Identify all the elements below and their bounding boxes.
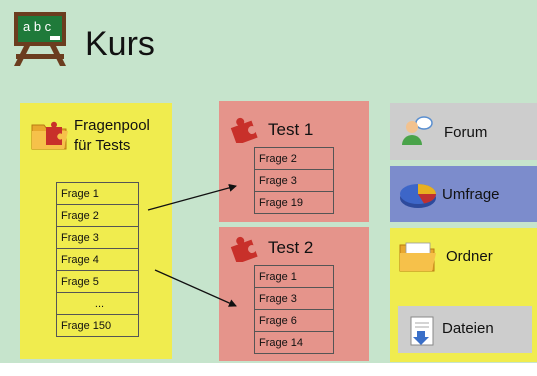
- page-margin: [0, 363, 537, 376]
- question-cell: Frage 4: [56, 248, 139, 271]
- dateien-label: Dateien: [442, 320, 494, 337]
- table-row: Frage 2: [254, 147, 334, 170]
- table-row: Frage 6: [254, 309, 334, 332]
- question-cell: Frage 6: [254, 309, 334, 332]
- test2-title: Test 2: [268, 238, 314, 257]
- fragenpool-title-line1: Fragenpool: [74, 117, 150, 134]
- table-row: Frage 4: [56, 248, 139, 271]
- forum-label: Forum: [444, 124, 488, 141]
- question-cell: Frage 3: [56, 226, 139, 249]
- question-cell: Frage 1: [56, 182, 139, 205]
- pie-chart-icon: [400, 184, 437, 208]
- table-row: Frage 150: [56, 314, 139, 337]
- table-row: Frage 19: [254, 191, 334, 214]
- table-row: Frage 3: [254, 169, 334, 192]
- test2-question-table: Frage 1 Frage 3 Frage 6 Frage 14: [254, 265, 334, 354]
- question-cell: Frage 2: [56, 204, 139, 227]
- table-row: Frage 3: [56, 226, 139, 249]
- question-cell: Frage 5: [56, 270, 139, 293]
- table-row: Frage 5: [56, 270, 139, 293]
- question-cell: Frage 3: [254, 287, 334, 310]
- question-cell: Frage 1: [254, 265, 334, 288]
- table-row: Frage 3: [254, 287, 334, 310]
- fragenpool-question-table: Frage 1 Frage 2 Frage 3 Frage 4 Frage 5 …: [56, 182, 139, 337]
- umfrage-label: Umfrage: [442, 186, 500, 203]
- table-row: Frage 14: [254, 331, 334, 354]
- question-cell: Frage 150: [56, 314, 139, 337]
- question-cell: Frage 14: [254, 331, 334, 354]
- forum-users-icon: [402, 116, 433, 145]
- table-row: Frage 1: [56, 182, 139, 205]
- puzzle-icon: [230, 117, 258, 143]
- fragenpool-title-line2: für Tests: [74, 137, 131, 154]
- question-cell: Frage 19: [254, 191, 334, 214]
- ordner-label: Ordner: [446, 248, 493, 265]
- table-row: Frage 1: [254, 265, 334, 288]
- test1-question-table: Frage 2 Frage 3 Frage 19: [254, 147, 334, 214]
- table-row: Frage 2: [56, 204, 139, 227]
- puzzle-icon: [230, 236, 258, 262]
- question-cell: Frage 3: [254, 169, 334, 192]
- chalkboard-text: a b c: [23, 19, 52, 34]
- table-row: ...: [56, 292, 139, 315]
- ellipsis-cell: ...: [56, 292, 139, 315]
- puzzle-folder-icon: [31, 121, 68, 150]
- chalkboard-abc-icon: a b c: [14, 12, 66, 66]
- test1-title: Test 1: [268, 120, 314, 139]
- question-cell: Frage 2: [254, 147, 334, 170]
- page-title: Kurs: [85, 25, 155, 63]
- download-file-icon: [410, 316, 434, 346]
- folder-icon: [399, 242, 436, 272]
